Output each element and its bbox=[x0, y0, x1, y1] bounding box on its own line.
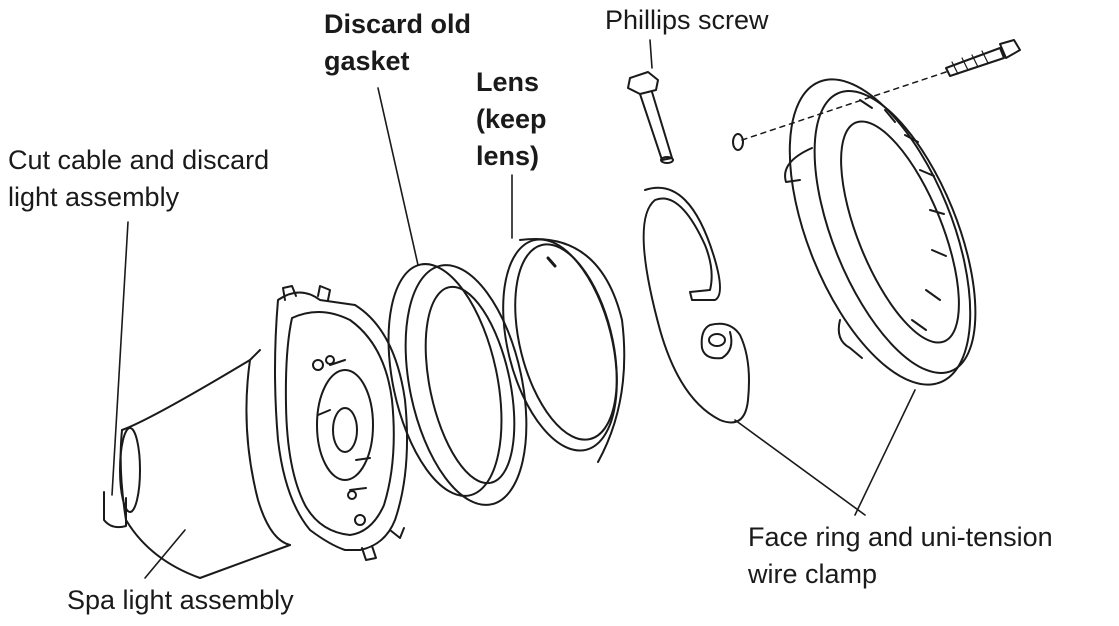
label-discard-gasket: Discard old gasket bbox=[324, 6, 471, 80]
long-screw bbox=[732, 39, 1021, 151]
label-cut-cable-line-1: Cut cable and discard bbox=[8, 145, 270, 175]
label-discard-gasket-line-2: gasket bbox=[324, 46, 410, 76]
label-discard-gasket-line-1: Discard old bbox=[324, 9, 472, 39]
old-gasket bbox=[377, 87, 528, 506]
label-spa-light: Spa light assembly bbox=[67, 582, 294, 619]
label-lens: Lens (keep lens) bbox=[476, 64, 547, 175]
label-cut-cable: Cut cable and discard light assembly bbox=[8, 142, 269, 216]
label-lens-line-1: Lens bbox=[476, 67, 540, 97]
label-lens-line-2: (keep bbox=[476, 104, 547, 134]
lens bbox=[502, 174, 626, 463]
label-cut-cable-line-2: light assembly bbox=[8, 182, 180, 212]
wire-clamp bbox=[642, 186, 866, 516]
label-spa-light-line-1: Spa light assembly bbox=[67, 585, 294, 615]
label-phillips-screw-line-1: Phillips screw bbox=[605, 5, 769, 35]
label-lens-line-3: lens) bbox=[476, 141, 540, 171]
label-face-ring-line-2: wire clamp bbox=[748, 559, 878, 589]
spa-light-housing bbox=[103, 221, 409, 579]
label-phillips-screw: Phillips screw bbox=[605, 2, 769, 39]
phillips-screw-center bbox=[627, 39, 674, 164]
label-face-ring: Face ring and uni-tension wire clamp bbox=[748, 519, 1053, 593]
label-face-ring-line-1: Face ring and uni-tension bbox=[748, 522, 1053, 552]
face-ring bbox=[784, 78, 977, 516]
